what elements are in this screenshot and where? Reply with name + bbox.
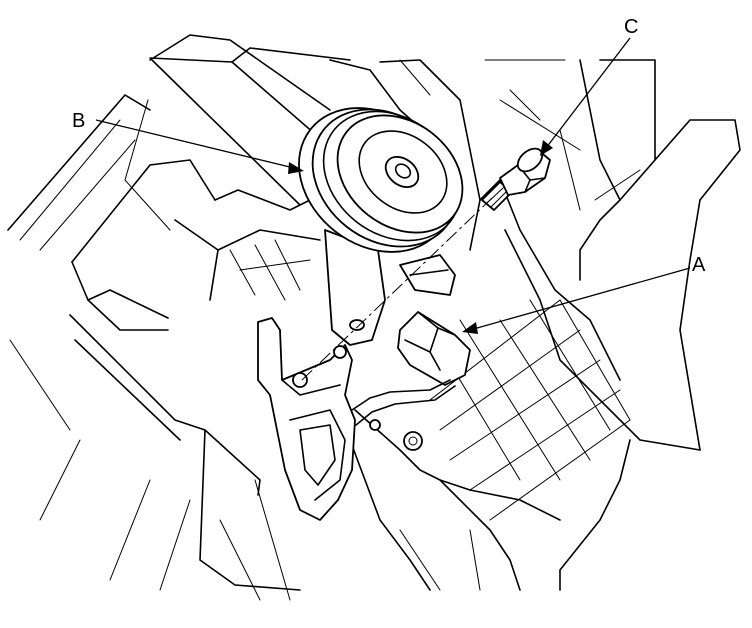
callout-a: A xyxy=(462,254,706,334)
callout-c-leader xyxy=(545,37,631,149)
installation-axis xyxy=(301,197,493,381)
callout-a-label: A xyxy=(692,254,706,276)
callout-a-leader xyxy=(469,267,691,331)
vehicle-body-structure xyxy=(7,34,741,601)
callout-b-label: B xyxy=(72,110,85,132)
horn-connector xyxy=(351,311,471,426)
callout-b-leader xyxy=(95,119,295,169)
bolt xyxy=(481,147,551,211)
callout-b: B xyxy=(72,110,304,174)
horn xyxy=(298,107,464,346)
callout-a-arrowhead xyxy=(462,322,478,334)
callout-c-label: C xyxy=(624,16,638,38)
callout-b-arrowhead xyxy=(288,162,304,174)
horn-mounting-bracket xyxy=(257,317,356,521)
callout-c-arrowhead xyxy=(540,140,553,156)
callout-c: C xyxy=(540,16,638,156)
